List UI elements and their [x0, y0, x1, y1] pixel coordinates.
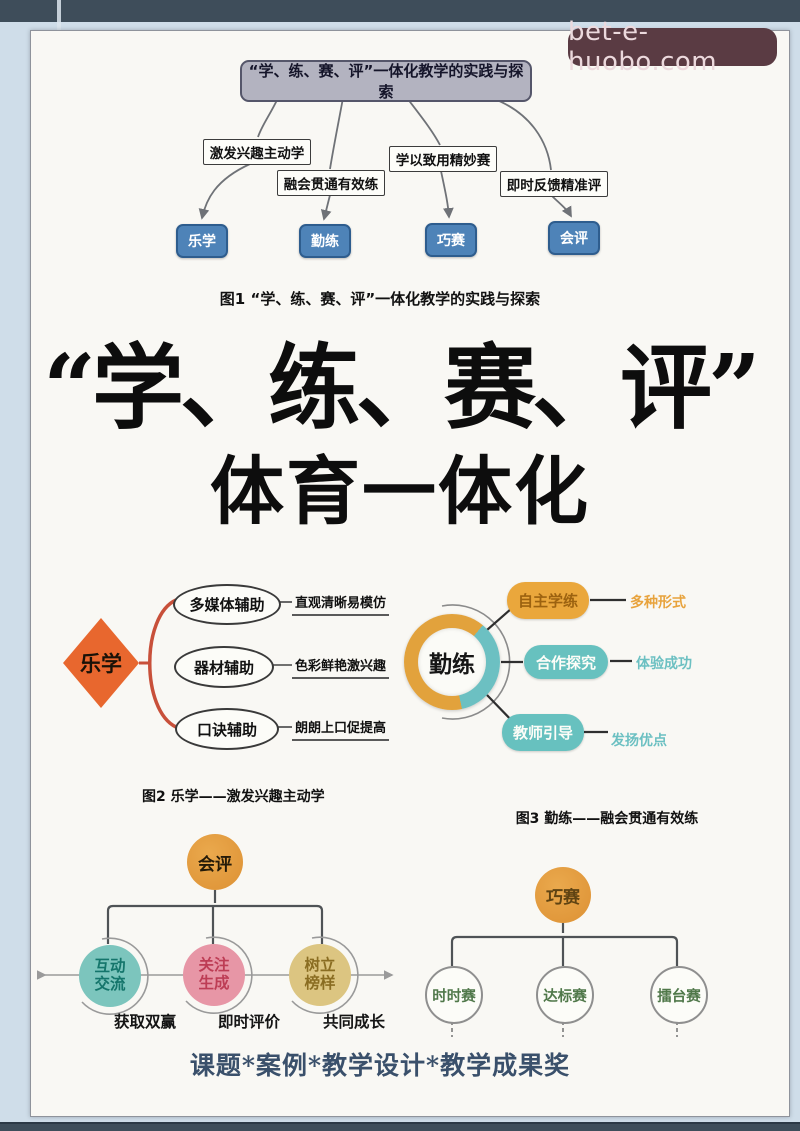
fig3-node-label: 教师引导: [512, 724, 573, 742]
fig5-sub-label: 时时赛: [432, 988, 476, 1005]
fig1-node-lexue: 乐学: [176, 224, 228, 258]
fig2-node-ellipse: 多媒体辅助: [173, 584, 281, 625]
fig5-sub-node: 擂台赛: [650, 966, 708, 1024]
fig4-desc: 获取双赢: [114, 1013, 177, 1031]
fig1-branch-box: 融会贯通有效练: [277, 170, 385, 196]
fig4-center-node: 会评: [187, 834, 243, 890]
fig1-node-label: 巧赛: [437, 233, 465, 249]
fig5-center-label: 巧赛: [546, 887, 580, 908]
fig1-branch-label: 即时反馈精准评: [506, 178, 602, 194]
watermark-text: bet-e-huobo.com: [568, 17, 718, 77]
fig1-root-node: “学、练、赛、评”一体化教学的实践与探索: [240, 60, 532, 102]
fig1-node-qiaosai: 巧赛: [425, 223, 477, 257]
fig2-desc: 色彩鲜艳激兴趣: [292, 655, 390, 679]
fig4-desc: 即时评价: [218, 1013, 281, 1031]
fig4-sub-node: 树立榜样: [289, 944, 351, 1006]
fig2-node-ellipse: 器材辅助: [174, 646, 274, 688]
fig3-center-node: 勤练: [418, 628, 486, 696]
fig3-node-pill: 合作探究: [524, 645, 608, 679]
fig1-branch-box: 学以致用精妙赛: [389, 146, 497, 172]
fig1-branch-label: 激发兴趣主动学: [209, 146, 305, 162]
fig1-root-label: “学、练、赛、评”一体化教学的实践与探索: [248, 62, 524, 101]
main-title-line1: “学、练、赛、评”: [43, 334, 761, 442]
fig1-branch-box: 即时反馈精准评: [500, 171, 608, 197]
fig4-sub-node: 关注生成: [183, 944, 245, 1006]
fig4-sub-label: 树立榜样: [304, 956, 336, 992]
fig5-sub-node: 时时赛: [425, 966, 483, 1024]
fig4-center-label: 会评: [198, 854, 232, 875]
fig3-node-label: 合作探究: [535, 653, 596, 672]
fig2-node-label: 器材辅助: [193, 658, 254, 677]
bottom-frame-bar: [0, 1122, 800, 1131]
main-title-line2: 体育一体化: [210, 449, 590, 535]
footer-text: 课题*案例*教学设计*教学成果奖: [189, 1051, 571, 1080]
fig5-sub-node: 达标赛: [536, 966, 594, 1024]
watermark-badge: bet-e-huobo.com: [568, 17, 777, 77]
fig1-node-label: 乐学: [188, 234, 216, 250]
fig3-desc: 体验成功: [636, 656, 692, 672]
top-frame-bar: [0, 0, 800, 22]
fig1-caption: 图1 “学、练、赛、评”一体化教学的实践与探索: [219, 290, 541, 308]
fig2-desc: 直观清晰易模仿: [292, 592, 390, 616]
fig5-sub-label: 达标赛: [543, 988, 587, 1005]
fig5-sub-label: 擂台赛: [657, 988, 701, 1005]
fig2-caption: 图2 乐学——激发兴趣主动学: [142, 789, 325, 805]
fig4-desc: 共同成长: [323, 1013, 386, 1031]
fig2-node-label: 多媒体辅助: [189, 596, 265, 614]
fig5-center-node: 巧赛: [535, 867, 591, 923]
poster-page: [30, 30, 790, 1117]
fig3-desc: 多种形式: [630, 595, 686, 611]
fig1-node-label: 勤练: [311, 234, 339, 250]
fig2-center-label: 乐学: [80, 652, 122, 676]
fig1-node-huiping: 会评: [548, 221, 600, 255]
fig4-sub-label: 互动交流: [94, 957, 126, 993]
fig1-branch-label: 融会贯通有效练: [283, 177, 379, 193]
fig1-branch-box: 激发兴趣主动学: [203, 139, 311, 165]
fig2-desc: 朗朗上口促提高: [292, 717, 390, 741]
top-frame-divider: [57, 0, 61, 32]
fig3-node-label: 自主学练: [517, 592, 578, 610]
fig3-caption: 图3 勤练——融会贯通有效练: [515, 811, 699, 827]
fig3-desc: 发扬优点: [611, 733, 667, 749]
fig2-node-label: 口诀辅助: [196, 720, 257, 739]
fig1-branch-label: 学以致用精妙赛: [395, 153, 491, 169]
fig1-node-qinlian: 勤练: [299, 224, 351, 258]
fig2-node-ellipse: 口诀辅助: [175, 708, 279, 750]
fig3-node-pill: 自主学练: [507, 582, 589, 619]
fig4-sub-node: 互动交流: [79, 945, 141, 1007]
fig3-node-pill: 教师引导: [502, 714, 584, 751]
fig3-center-label: 勤练: [429, 652, 475, 678]
fig1-node-label: 会评: [560, 231, 588, 247]
fig4-sub-label: 关注生成: [198, 956, 230, 992]
